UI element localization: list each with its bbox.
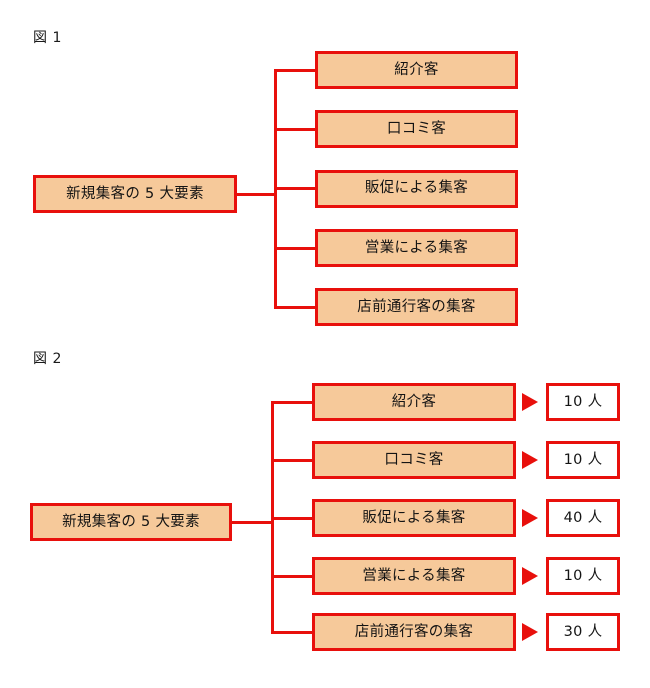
figure-1-branch-label-4: 営業による集客 — [364, 239, 469, 256]
figure-2-value-label-4: 10 人 — [563, 567, 603, 584]
figure-2-branch-label-1: 紹介客 — [391, 393, 437, 410]
figure-2-value-label-2: 10 人 — [563, 451, 603, 468]
figure-2-branch-connector-4 — [271, 574, 312, 578]
figure-1-branch-label-3: 販促による集客 — [364, 180, 469, 197]
figure-2-branch-node-5: 店前通行客の集客 — [312, 613, 516, 651]
figure-2-branch-node-1: 紹介客 — [312, 383, 516, 421]
figure-2-branch-label-2: 口コミ客 — [384, 451, 444, 468]
figure-2-root-node: 新規集客の 5 大要素 — [30, 503, 232, 541]
figure-2-branch-node-4: 営業による集客 — [312, 557, 516, 595]
figure-2-root-connector — [232, 520, 271, 524]
figure-1-root-node: 新規集客の 5 大要素 — [33, 175, 237, 213]
figure-1-branch-connector-3 — [274, 187, 315, 190]
figure-2-value-box-2: 10 人 — [546, 441, 620, 479]
figure-2-value-box-5: 30 人 — [546, 613, 620, 651]
right-arrow-icon-3 — [522, 509, 538, 527]
figure-1-branch-label-2: 口コミ客 — [386, 120, 447, 137]
figure-2-branch-connector-1 — [271, 400, 312, 404]
figure-1-branch-connector-4 — [274, 246, 315, 250]
figure-2-branch-connector-2 — [271, 458, 312, 462]
figure-1-branch-node-2: 口コミ客 — [315, 110, 518, 148]
figure-1-caption: 図 1 — [33, 30, 62, 46]
figure-1-branch-node-3: 販促による集客 — [315, 169, 518, 208]
figure-2-value-label-3: 40 人 — [563, 509, 603, 526]
right-arrow-icon-1 — [522, 393, 538, 411]
right-arrow-icon-4 — [522, 567, 538, 585]
figure-1-branch-connector-5 — [274, 305, 315, 309]
figure-1-branch-node-1: 紹介客 — [315, 51, 518, 89]
right-arrow-icon-2 — [522, 451, 538, 469]
figure-2-branch-label-5: 店前通行客の集客 — [354, 623, 474, 640]
figure-2-branch-label-3: 販促による集客 — [362, 509, 466, 526]
figure-2-branch-connector-3 — [271, 516, 312, 520]
figure-1-root-connector — [237, 192, 274, 196]
figure-2-branch-node-2: 口コミ客 — [312, 441, 516, 479]
figure-2-value-box-3: 40 人 — [546, 499, 620, 537]
figure-2-branch-label-4: 営業による集客 — [362, 567, 466, 584]
figure-1-branch-label-1: 紹介客 — [394, 61, 439, 78]
figure-2-value-label-5: 30 人 — [563, 623, 603, 640]
figure-2-branch-node-3: 販促による集客 — [312, 499, 516, 537]
figure-1-branch-connector-1 — [274, 68, 315, 72]
figure-1-branch-label-5: 店前通行客の集客 — [357, 298, 476, 315]
figure-2-value-box-4: 10 人 — [546, 557, 620, 595]
figure-1-branch-node-4: 営業による集客 — [315, 229, 518, 267]
figure-2-branch-connector-5 — [271, 630, 312, 634]
figure-1-branch-connector-2 — [274, 127, 315, 131]
figure-2-root-label: 新規集客の 5 大要素 — [62, 513, 200, 530]
figure-2-value-label-1: 10 人 — [563, 393, 603, 410]
figure-1-root-label: 新規集客の 5 大要素 — [66, 185, 204, 202]
right-arrow-icon-5 — [522, 623, 538, 641]
figure-1-branch-node-5: 店前通行客の集客 — [315, 288, 518, 326]
figure-2-value-box-1: 10 人 — [546, 383, 620, 421]
figure-2-caption: 図 2 — [33, 351, 62, 367]
